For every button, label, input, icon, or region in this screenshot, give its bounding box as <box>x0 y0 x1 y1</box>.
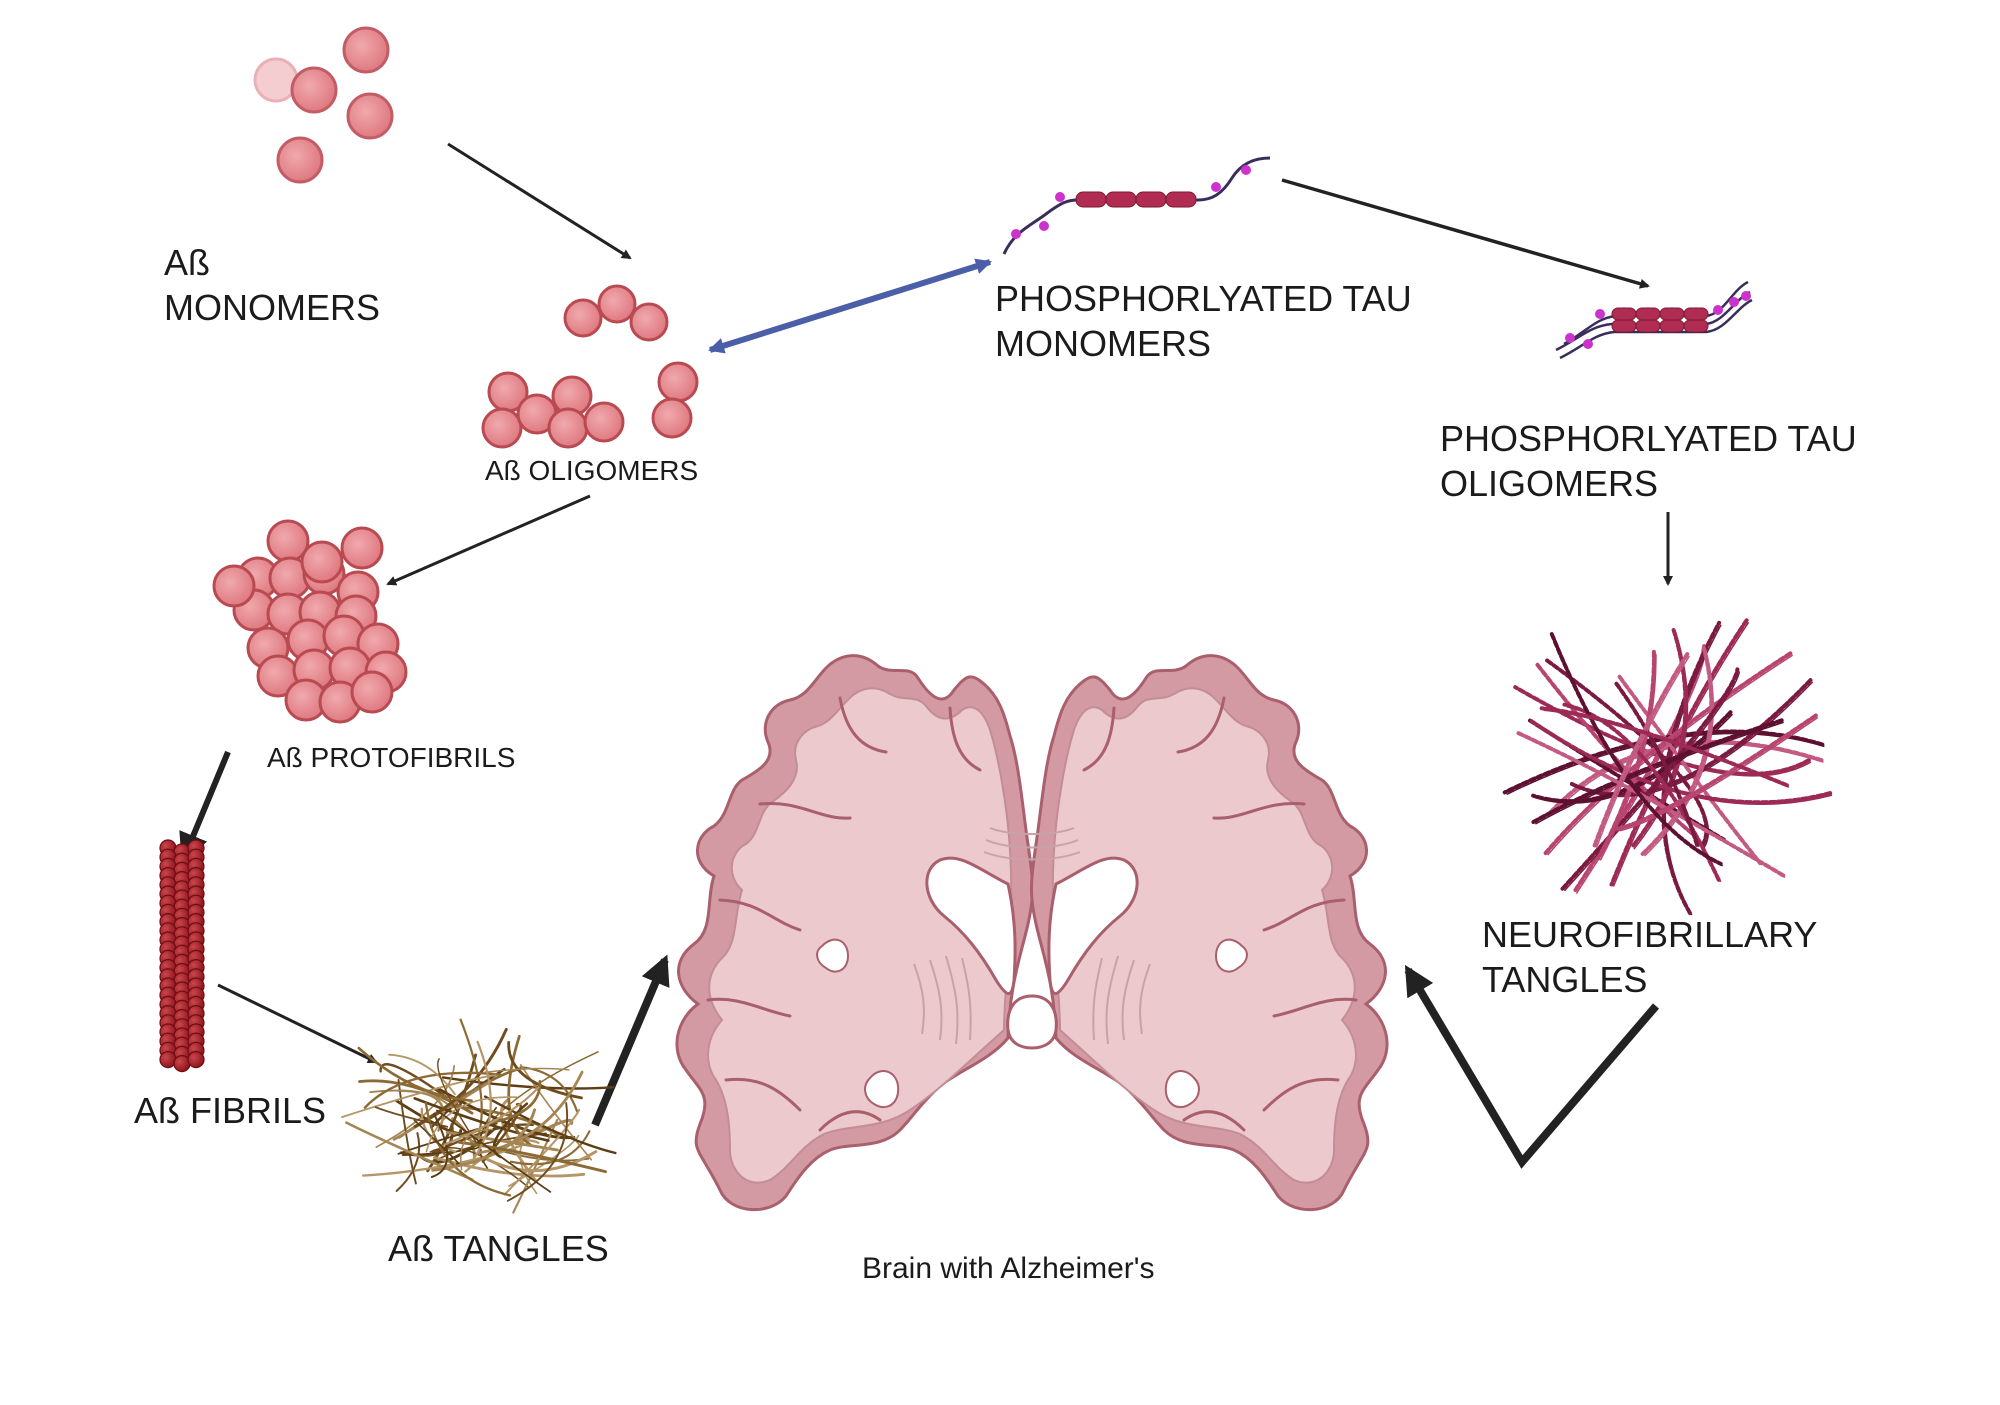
arrow-oligomers-to-protofibrils <box>386 494 591 586</box>
label-ab-protofibrils: Aß PROTOFIBRILS <box>267 742 516 773</box>
label-ab-fibrils: Aß FIBRILS <box>134 1090 327 1131</box>
label-ab-monomers-line2: MONOMERS <box>164 287 380 328</box>
label-ab-oligomers: Aß OLIGOMERS <box>485 455 699 486</box>
label-nft-line2: TANGLES <box>1482 959 1648 1000</box>
brain-inner-right <box>1051 687 1357 1184</box>
neurofibrillary-tangle-icon <box>1502 618 1833 916</box>
amyloid-fibril-icon <box>159 839 205 1073</box>
arrow-nft-to-brain <box>1404 964 1660 1169</box>
label-tau-monomers-line2: MONOMERS <box>995 323 1211 364</box>
brain-right-ventricle <box>1047 856 1139 995</box>
label-nft-line1: NEUROFIBRILLARY <box>1482 914 1818 955</box>
label-tau-monomers: PHOSPHORLYATED TAU MONOMERS <box>995 276 1412 366</box>
label-neurofibrillary-tangles: NEUROFIBRILLARY TANGLES <box>1482 912 1817 1002</box>
arrow-monomers-to-oligomers <box>447 142 632 260</box>
arrow-tau-monomers-to-oligomers <box>1281 178 1650 289</box>
label-tau-oligomers-line1: PHOSPHORLYATED TAU <box>1440 418 1857 459</box>
arrows <box>179 142 1673 1169</box>
brain-coronal-section-icon <box>675 654 1389 1211</box>
amyloid-protofibril-icon <box>212 519 408 724</box>
tau-oligomer-icon <box>1555 280 1753 360</box>
brain-left-ventricle <box>925 856 1017 995</box>
amyloid-oligomer-icon <box>481 284 699 449</box>
tau-monomer-icon <box>1002 156 1271 255</box>
label-tau-monomers-line1: PHOSPHORLYATED TAU <box>995 278 1412 319</box>
double-arrow-oligomers-tau <box>708 258 992 354</box>
brain-third-ventricle <box>1006 994 1058 1050</box>
label-ab-tangles: Aß TANGLES <box>388 1228 609 1269</box>
label-ab-monomers: Aß MONOMERS <box>164 240 380 330</box>
label-tau-oligomers-line2: OLIGOMERS <box>1440 463 1659 504</box>
label-ab-monomers-line1: Aß <box>164 242 211 283</box>
arrow-fibrils-to-tangles <box>217 983 378 1064</box>
brain-inner-left <box>707 687 1013 1184</box>
label-tau-oligomers: PHOSPHORLYATED TAU OLIGOMERS <box>1440 416 1857 506</box>
amyloid-monomer-cluster-icon <box>253 26 394 184</box>
label-brain: Brain with Alzheimer's <box>862 1252 1155 1285</box>
arrow-protofibrils-to-fibrils <box>179 750 231 864</box>
arrow-tangles-to-brain <box>591 954 670 1127</box>
amyloid-tangle-icon <box>341 1018 617 1214</box>
